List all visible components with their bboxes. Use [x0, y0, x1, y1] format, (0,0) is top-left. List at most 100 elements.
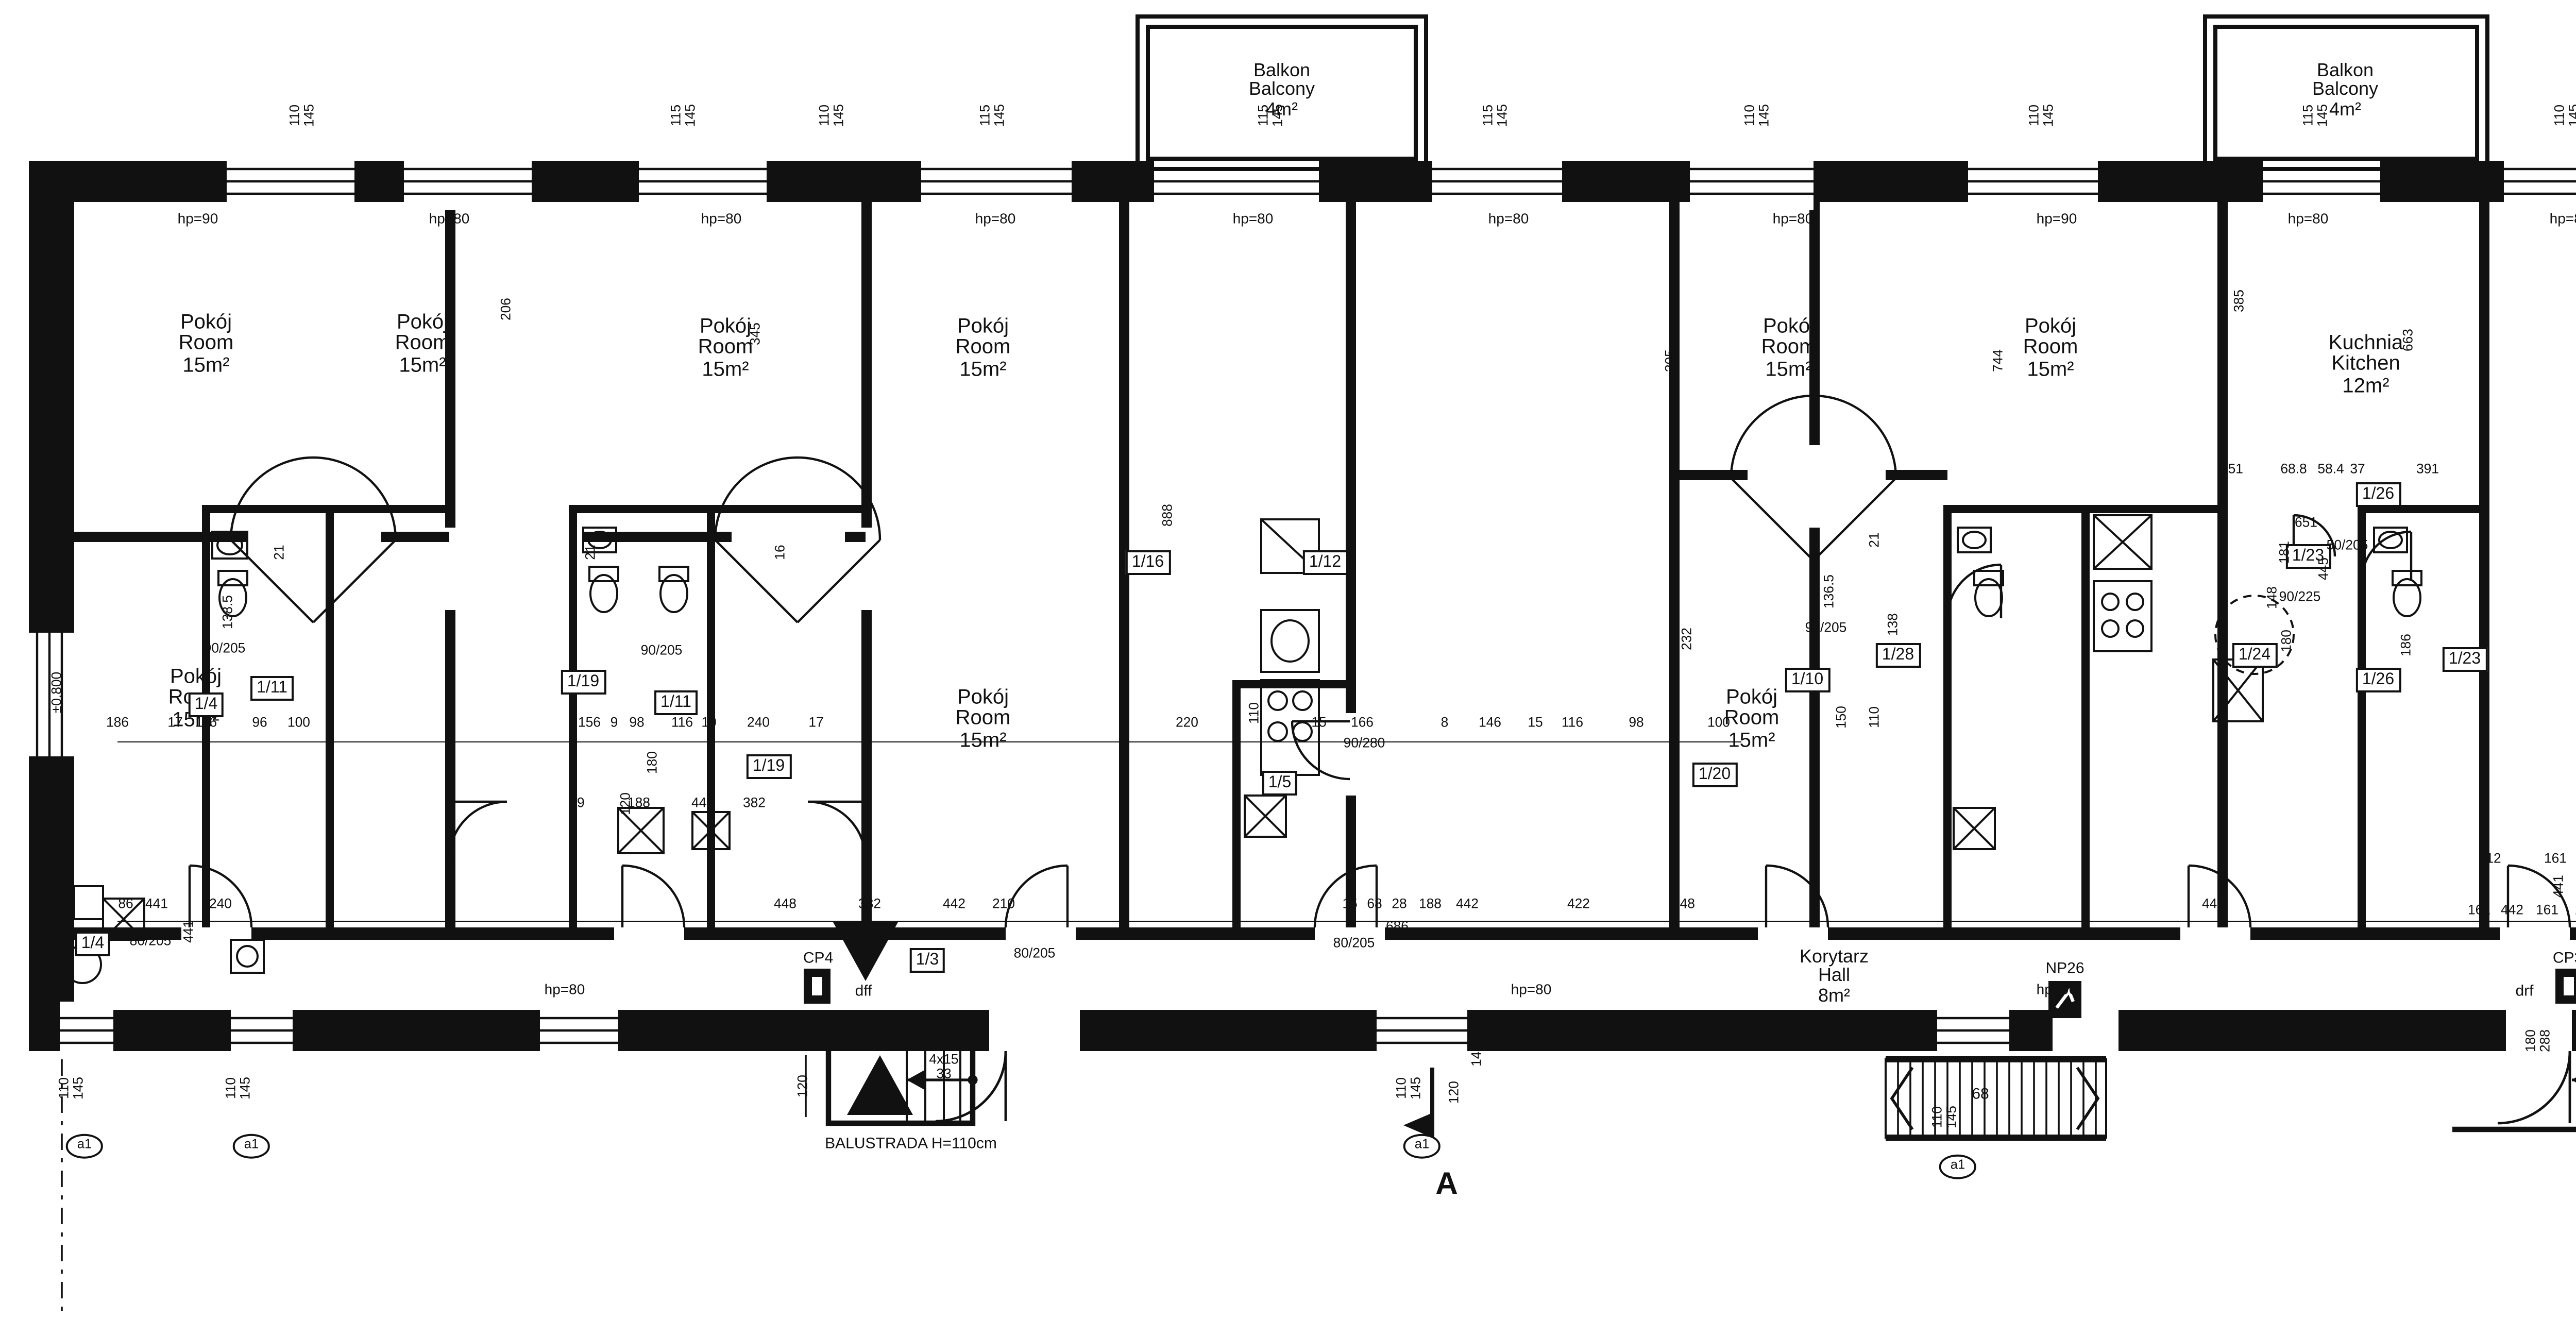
dim-68s: 68: [1367, 898, 1382, 912]
tag-1-11: 1/11: [250, 676, 294, 701]
dim-8a: 8: [1440, 716, 1449, 731]
dim-161b: 161: [2467, 904, 2491, 919]
sill-3: hp=80: [701, 213, 742, 228]
tag-1-28: 1/28: [1875, 643, 1921, 668]
dim-166a: 166: [1350, 716, 1374, 731]
room-pokoj-low-2: Pokój Room 15m²: [955, 687, 1011, 753]
tag-1-23b: 1/23: [2442, 647, 2487, 672]
dim-28: 28: [1392, 898, 1407, 912]
sill-8: hp=90: [2036, 213, 2077, 228]
sill-4: hp=80: [975, 213, 1016, 228]
tag-1-20: 1/20: [1692, 763, 1737, 787]
vdim-120b: 120: [1448, 1080, 1463, 1104]
door-90-205-a: 90/205: [204, 642, 246, 657]
vdim-1365: 136.5: [1823, 574, 1838, 609]
dim-17b: 17: [808, 716, 824, 731]
room-pokoj-4: Pokój Room 15m²: [955, 316, 1011, 382]
sill-5: hp=80: [1232, 213, 1274, 228]
dim-10a: 10: [701, 716, 717, 731]
reference-lines: [61, 741, 2576, 1311]
tag-1-3: 1/3: [909, 948, 945, 973]
tag-1-19: 1/19: [561, 670, 606, 695]
sill-7: hp=80: [1772, 213, 1814, 228]
dim-188a: 188: [627, 797, 651, 811]
dim-161c: 161: [2535, 904, 2559, 919]
wdim-4: 115 145: [979, 104, 1008, 127]
level-0800: ±0.800: [50, 671, 65, 714]
dim-15b: 15: [1528, 716, 1543, 731]
vdim-445: 445: [2317, 557, 2332, 581]
tag-1-16: 1/16: [1125, 550, 1171, 575]
vdim-181: 181: [2278, 540, 2293, 564]
dim-96: 96: [252, 716, 267, 731]
door-180-288-a: 180 288: [843, 1027, 872, 1051]
vdim-21a: 21: [273, 545, 288, 560]
dim-98a: 98: [629, 716, 645, 731]
sill-1: hp=90: [177, 213, 218, 228]
dim-584: 58.4: [2317, 463, 2344, 478]
label-drf: drf: [2515, 981, 2534, 1000]
tag-1-12: 1/12: [1302, 550, 1348, 575]
vdim-441b: 441: [182, 920, 197, 943]
dim-448c: 448: [1672, 898, 1696, 912]
dim-37: 37: [2350, 463, 2365, 478]
dim-651: 651: [2294, 516, 2318, 531]
room-balkon-1: Balkon Balcony 4m²: [1248, 59, 1315, 119]
vdim-1385: 138.5: [222, 595, 236, 630]
wdim-8: 110 145: [2028, 104, 2057, 127]
dim-116a: 116: [195, 716, 217, 731]
vdim-21b: 21: [584, 545, 599, 560]
vdim-120c: 120: [619, 792, 634, 816]
sill-9: hp=80: [2287, 213, 2329, 228]
section-a: A: [1435, 1166, 1458, 1202]
wdim-7: 110 145: [1743, 104, 1772, 127]
vdim-305: 305: [1664, 349, 1679, 373]
dim-391: 391: [2416, 463, 2439, 478]
dim-8b: 8: [1671, 716, 1680, 731]
door-80-205-c: 80/205: [1333, 937, 1375, 952]
sill-15: hp=90: [2036, 984, 2077, 999]
vdim-138: 138: [1887, 613, 1902, 636]
wdim-3: 110 145: [818, 104, 847, 127]
label-cp4: CP4: [803, 948, 834, 967]
dim-100a: 100: [287, 716, 311, 731]
dim-15a: 15: [1311, 716, 1327, 731]
vdim-888: 888: [1161, 503, 1176, 527]
sill-6: hp=80: [1488, 213, 1529, 228]
sill-2: hp=80: [429, 213, 470, 228]
wdim-6: 115 145: [1482, 104, 1511, 127]
dim-151: 151: [2220, 463, 2244, 478]
vdim-180a: 180: [2280, 629, 2295, 653]
wdim-9: 115 145: [2302, 104, 2331, 127]
label-cp3: CP3: [2552, 948, 2576, 967]
vdim-120a: 120: [796, 1074, 811, 1098]
tag-1-5: 1/5: [1262, 771, 1298, 796]
room-kuchnia: Kuchnia Kitchen 12m²: [2328, 332, 2403, 398]
tag-1-10: 1/10: [1785, 668, 1830, 692]
room-pokoj-low-3: Pokój Room 15m²: [1724, 687, 1780, 753]
tag-1-26: 1/26: [2355, 482, 2401, 507]
wdim-10: 110 145: [2553, 104, 2576, 127]
tag-1-23: 1/23: [2285, 544, 2331, 569]
door-90-280: 90/280: [1343, 737, 1385, 752]
dim-686: 686: [1385, 920, 1409, 935]
sill-10: hp=80: [2549, 213, 2576, 228]
dim-116c: 116: [1561, 716, 1584, 731]
room-pokoj-2: Pokój Room 15m²: [395, 312, 450, 378]
wdim-b1: 110 145: [58, 1076, 87, 1100]
room-pokoj-3: Pokój Room 15m²: [698, 316, 753, 382]
vdim-21c: 21: [1868, 532, 1883, 548]
door-80-205-a: 80/205: [129, 935, 172, 950]
axis-bubble-1: a1: [65, 1134, 104, 1158]
ramp: [1885, 1056, 2107, 1141]
sill-13: hp=80: [544, 984, 585, 999]
stair-bottom-left: [805, 921, 1007, 1126]
dim-442a: 442: [942, 898, 966, 912]
vdim-140: 140: [1470, 1043, 1485, 1067]
door-90-225: 90/225: [2279, 590, 2321, 605]
dim-448a: 448: [691, 797, 715, 811]
dim-99: 99: [569, 797, 585, 811]
